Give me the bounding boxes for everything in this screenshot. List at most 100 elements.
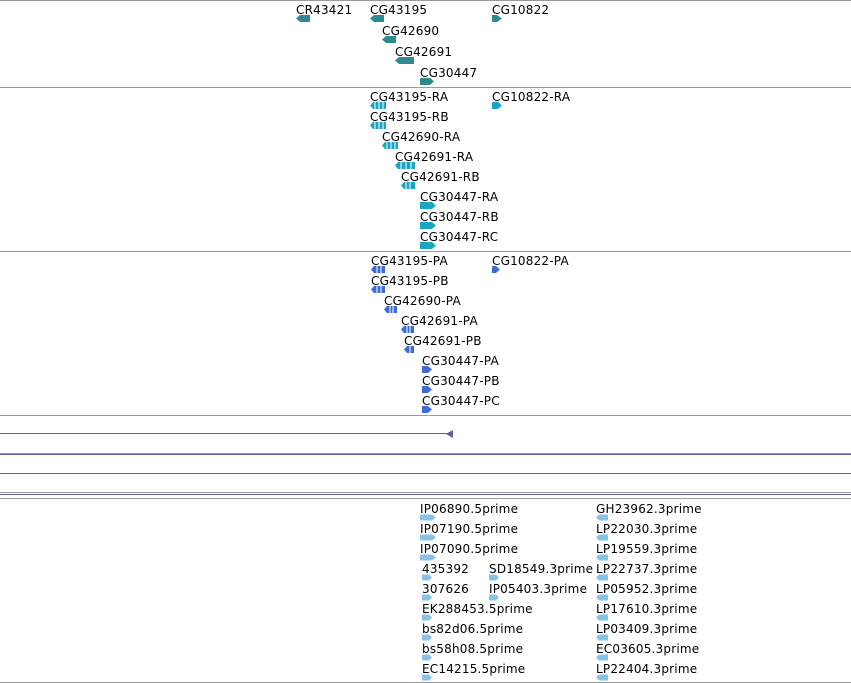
est-feature[interactable]: 307626 [422,581,482,601]
gene-label: CR43421 [296,3,353,17]
est-glyph-reverse [596,594,608,601]
est-feature[interactable]: LP19559.3prime [596,541,698,561]
est-label: 307626 [422,582,470,596]
est-feature[interactable]: LP22737.3prime [596,561,698,581]
transcript-label: CG30447-RB [420,210,499,224]
transcript-label: CG42691-RB [401,170,480,184]
est-feature[interactable]: 435392 [422,561,482,581]
protein-glyph-forward [422,386,432,393]
alignment-line[interactable] [0,433,449,434]
protein-feature[interactable]: CG42690-PA [384,293,464,313]
gene-glyph-forward [492,15,502,22]
est-feature[interactable]: bs82d06.5prime [422,621,523,641]
gene-glyph-forward [420,78,434,85]
est-feature[interactable]: EK288453.5prime [422,601,532,621]
track-separator [0,0,851,1]
gene-label: CG42691 [395,45,453,59]
transcript-feature[interactable]: CG10822-RA [492,89,572,109]
protein-feature[interactable]: CG42691-PA [401,313,481,333]
est-glyph-forward [422,674,432,681]
est-feature[interactable]: SD18549.3prime [489,561,593,581]
protein-feature[interactable]: CG43195-PB [371,273,451,293]
alignment-end-arrow [446,430,453,438]
track-separator [0,415,851,416]
est-glyph-forward [420,554,436,561]
est-label: EC14215.5prime [422,662,526,676]
protein-label: CG43195-PA [371,254,448,268]
track-separator [0,87,851,88]
est-feature[interactable]: IP05403.3prime [489,581,589,601]
transcript-feature[interactable]: CG30447-RA [420,189,500,209]
alignment-line[interactable] [0,473,851,474]
est-feature[interactable]: LP05952.3prime [596,581,697,601]
gene-glyph-reverse [296,15,310,22]
est-label: LP03409.3prime [596,622,698,636]
protein-label: CG43195-PB [371,274,449,288]
transcript-glyph-forward [420,242,436,249]
gene-feature[interactable]: CG10822 [492,2,552,22]
est-feature[interactable]: EC03605.3prime [596,641,699,661]
transcript-feature[interactable]: CG43195-RA [370,89,450,109]
protein-feature[interactable]: CG42691-PB [404,333,484,353]
transcript-feature[interactable]: CG30447-RB [420,209,500,229]
gene-feature[interactable]: CR43421 [296,2,356,22]
gene-label: CG42690 [382,24,440,38]
est-glyph-forward [422,574,432,581]
protein-glyph-forward [422,366,432,373]
gene-glyph-reverse [395,57,414,64]
track-separator [0,453,851,454]
protein-glyph-reverse [371,266,385,273]
alignment-line[interactable] [0,494,851,495]
transcript-feature[interactable]: CG42690-RA [382,129,462,149]
protein-feature[interactable]: CG30447-PB [422,373,502,393]
est-feature[interactable]: bs58h08.5prime [422,641,524,661]
transcript-glyph-reverse [382,142,398,149]
est-glyph-forward [420,514,436,521]
est-glyph-reverse [596,654,608,661]
est-glyph-reverse [596,534,608,541]
track-separator [0,498,851,499]
est-label: LP19559.3prime [596,542,698,556]
est-label: IP06890.5prime [420,502,519,516]
alignment-line[interactable] [0,454,851,455]
protein-label: CG42690-PA [384,294,461,308]
est-label: bs58h08.5prime [422,642,524,656]
est-label: IP05403.3prime [489,582,588,596]
protein-label: CG42691-PB [404,334,482,348]
transcript-glyph-reverse [401,182,415,189]
est-track: IP06890.5prime IP07190.5prime IP07090.5p… [0,499,851,682]
gene-feature[interactable]: CG30447 [420,65,480,85]
protein-feature[interactable]: CG30447-PC [422,393,502,413]
est-feature[interactable]: LP03409.3prime [596,621,698,641]
gene-feature[interactable]: CG42691 [395,44,455,64]
protein-feature[interactable]: CG30447-PA [422,353,502,373]
transcript-feature[interactable]: CG43195-RB [370,109,450,129]
est-feature[interactable]: IP07090.5prime [420,541,520,561]
est-glyph-reverse [596,634,608,641]
est-feature[interactable]: IP06890.5prime [420,501,520,521]
gene-feature[interactable]: CG42690 [382,23,442,43]
transcript-label: CG30447-RA [420,190,499,204]
transcript-feature[interactable]: CG42691-RB [401,169,481,189]
protein-feature[interactable]: CG43195-PA [371,253,451,273]
est-feature[interactable]: GH23962.3prime [596,501,702,521]
est-glyph-forward [422,594,432,601]
est-label: LP22030.3prime [596,522,698,536]
protein-label: CG30447-PC [422,394,500,408]
est-label: LP22404.3prime [596,662,698,676]
protein-glyph-reverse [384,306,397,313]
gene-feature[interactable]: CG43195 [370,2,430,22]
protein-feature[interactable]: CG10822-PA [492,253,572,273]
est-feature[interactable]: EC14215.5prime [422,661,526,681]
gene-label: CG10822 [492,3,550,17]
est-glyph-reverse [596,514,608,521]
transcript-feature[interactable]: CG30447-RC [420,229,500,249]
est-feature[interactable]: IP07190.5prime [420,521,520,541]
protein-glyph-reverse [401,326,414,333]
protein-label: CG10822-PA [492,254,569,268]
est-feature[interactable]: LP22404.3prime [596,661,698,681]
est-feature[interactable]: LP17610.3prime [596,601,697,621]
transcript-feature[interactable]: CG42691-RA [395,149,475,169]
est-label: LP22737.3prime [596,562,698,576]
est-feature[interactable]: LP22030.3prime [596,521,698,541]
